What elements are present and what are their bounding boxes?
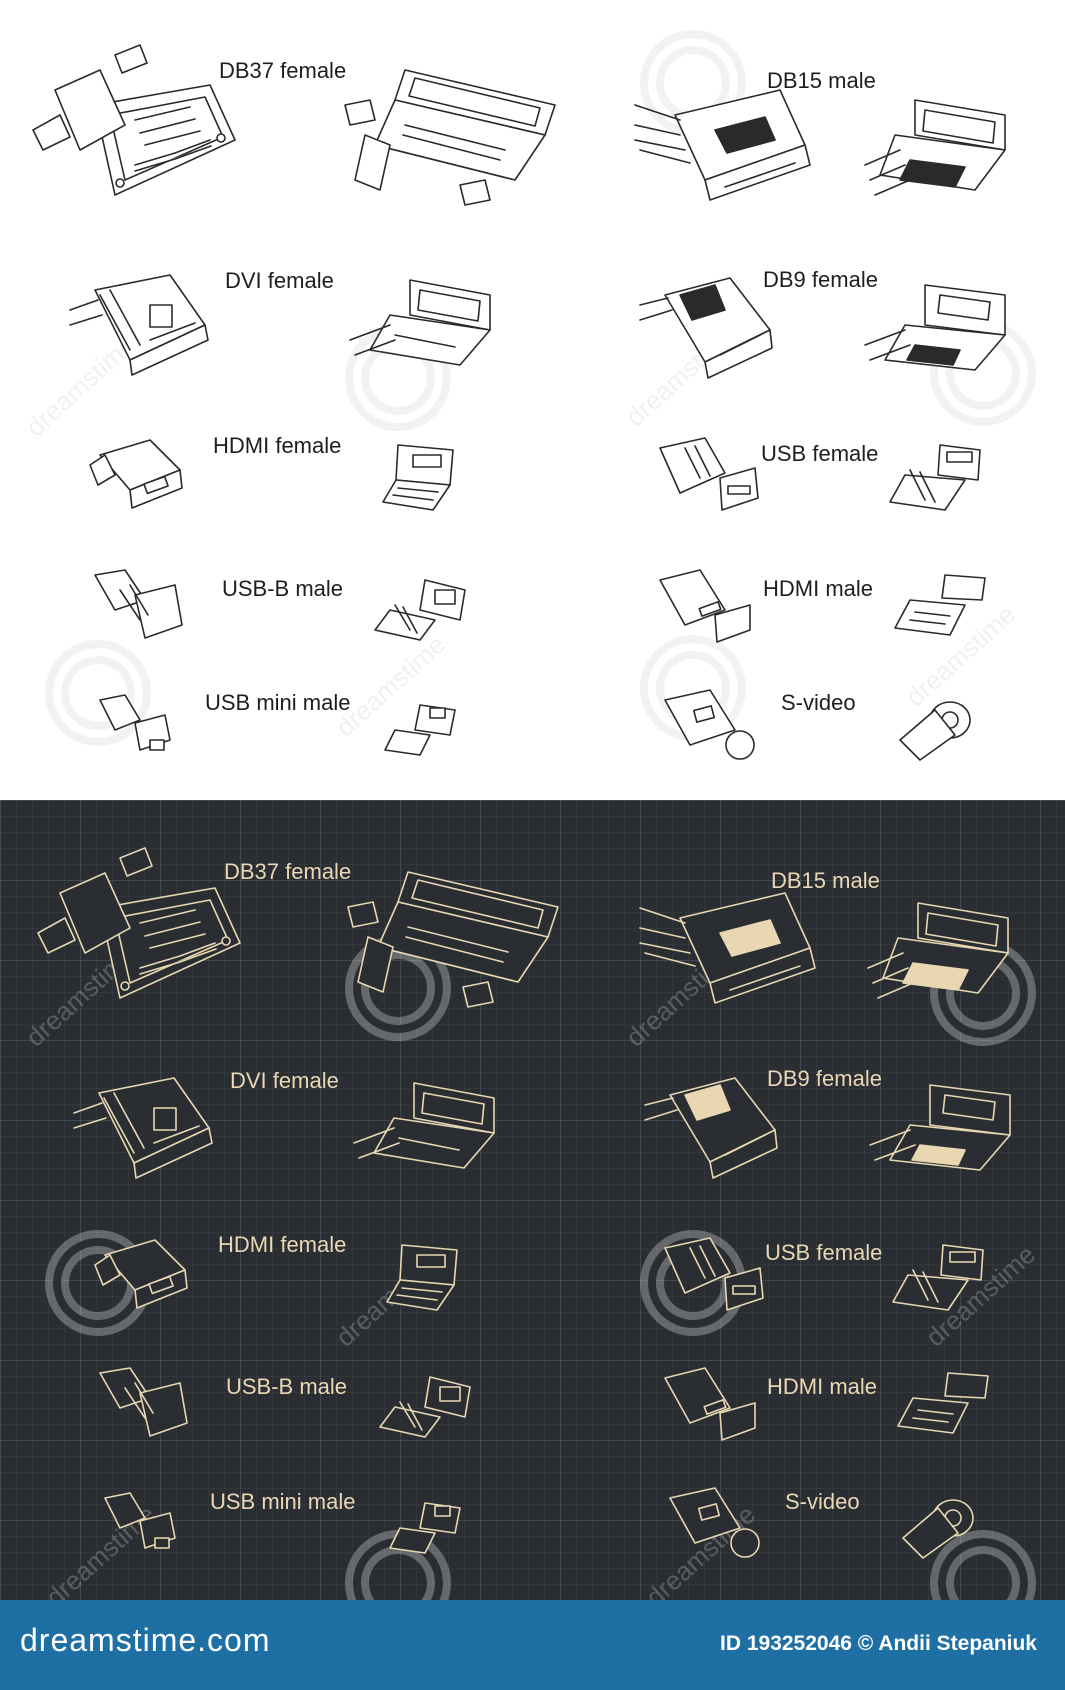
hdmi-male-front-drawing: [897, 1372, 989, 1434]
connector-label: DB9 female: [767, 1066, 882, 1091]
usb-mini-male-front-drawing: [389, 1502, 461, 1554]
connector-label: USB mini male: [210, 1489, 356, 1514]
connector-label: USB-B male: [222, 576, 344, 601]
connector-label: HDMI male: [763, 576, 874, 601]
hdmi-male-front-drawing: [894, 574, 986, 636]
db15-male-front-drawing: [864, 99, 1006, 196]
connector-label: HDMI female: [213, 433, 342, 458]
db9-female-back-drawing: [639, 277, 773, 379]
dvi-female-back-drawing: [69, 274, 209, 376]
watermark-swirl-icon: [930, 1530, 1036, 1600]
db9-female-front-drawing: [864, 284, 1006, 371]
footer-logo[interactable]: dreamstime.com: [20, 1622, 271, 1658]
usb-female-front-drawing: [889, 444, 981, 511]
connector-label: HDMI female: [218, 1232, 347, 1257]
db37-female-front-drawing: [344, 69, 556, 206]
connector-label: DB9 female: [763, 267, 878, 292]
usb-b-male-front-drawing: [379, 1376, 471, 1438]
connector-label: USB female: [765, 1240, 883, 1265]
connector-label: DB15 male: [767, 68, 876, 93]
dvi-female-back-drawing: [73, 1077, 213, 1179]
db15-male-back-drawing: [639, 892, 816, 1004]
hdmi-female-front-drawing: [386, 1244, 458, 1311]
db37-female-back-drawing: [32, 44, 236, 196]
db15-male-front-drawing: [867, 902, 1009, 999]
connector-label: DB37 female: [219, 58, 347, 83]
usb-b-male-back-drawing: [99, 1367, 188, 1437]
dark-panel: dreamstime dreamstime dreamstime dreamst…: [0, 800, 1065, 1600]
db9-female-back-drawing: [644, 1077, 778, 1179]
usb-b-male-front-drawing: [374, 579, 466, 641]
connector-label: DVI female: [225, 268, 334, 293]
s-video-front-drawing: [899, 701, 971, 761]
s-video-front-drawing: [902, 1499, 974, 1559]
usb-mini-male-back-drawing: [99, 694, 171, 751]
dvi-female-front-drawing: [349, 279, 491, 366]
connector-label: DVI female: [230, 1068, 339, 1093]
connector-label: HDMI male: [767, 1374, 878, 1399]
db9-female-front-drawing: [869, 1084, 1011, 1171]
light-panel: dreamstime dreamstime dreamstime dreamst…: [0, 0, 1065, 800]
connector-label: S-video: [785, 1489, 860, 1514]
hdmi-female-front-drawing: [382, 444, 454, 511]
hdmi-male-back-drawing: [659, 569, 751, 643]
db15-male-back-drawing: [634, 89, 811, 201]
footer-bar: dreamstime.com ID 193252046 © Andii Step…: [0, 1600, 1065, 1690]
watermark-swirl-icon: [45, 640, 151, 746]
connector-label: USB female: [761, 441, 879, 466]
connector-label: DB37 female: [224, 859, 352, 884]
usb-mini-male-back-drawing: [104, 1492, 176, 1549]
connector-label: S-video: [781, 690, 856, 715]
hdmi-male-back-drawing: [664, 1367, 756, 1441]
usb-mini-male-front-drawing: [384, 704, 456, 756]
hdmi-female-back-drawing: [89, 439, 183, 509]
db37-female-front-drawing: [347, 871, 559, 1008]
dvi-female-front-drawing: [353, 1082, 495, 1169]
s-video-back-drawing: [669, 1487, 760, 1558]
usb-female-back-drawing: [659, 437, 759, 511]
usb-female-front-drawing: [892, 1244, 984, 1311]
connector-label: USB-B male: [226, 1374, 348, 1399]
connector-label: DB15 male: [771, 868, 880, 893]
connector-label: USB mini male: [205, 690, 351, 715]
image-credit: ID 193252046 © Andii Stepaniuk: [720, 1632, 1037, 1655]
usb-b-male-back-drawing: [94, 569, 183, 639]
usb-female-back-drawing: [664, 1237, 764, 1311]
s-video-back-drawing: [664, 689, 755, 760]
db37-female-back-drawing: [37, 847, 241, 999]
hdmi-female-back-drawing: [94, 1239, 188, 1309]
